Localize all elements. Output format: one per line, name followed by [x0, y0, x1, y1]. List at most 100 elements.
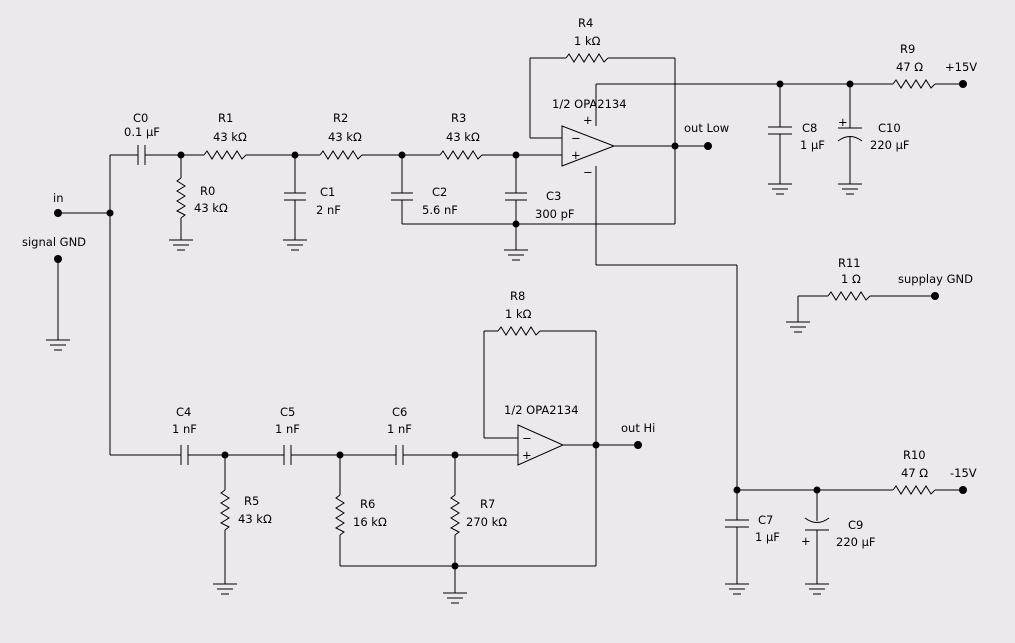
label-r8-value: 1 kΩ	[505, 307, 532, 321]
label-c6-ref: C6	[392, 405, 407, 419]
label-c0-value: 0.1 µF	[124, 125, 160, 139]
terminal-neg-supply	[959, 486, 967, 494]
label-c1-ref: C1	[320, 185, 335, 199]
ground-icon	[442, 592, 468, 604]
opamp-u1: − + + −	[561, 113, 616, 179]
label-u2: 1/2 OPA2134	[504, 403, 579, 417]
terminals	[54, 80, 967, 494]
capacitor-c6-icon	[395, 445, 404, 465]
polarity-plus-icon: +	[801, 534, 811, 548]
label-c7-ref: C7	[758, 513, 773, 527]
label-c1-value: 2 nF	[316, 203, 341, 217]
ground-icon	[168, 239, 194, 251]
label-c9-value: 220 µF	[836, 535, 876, 549]
terminal-labels: in signal GND out Low out Hi +15V -15V s…	[22, 60, 977, 480]
terminal-signal-gnd	[54, 255, 62, 263]
label-u1: 1/2 OPA2134	[552, 97, 627, 111]
label-r4-ref: R4	[578, 16, 593, 30]
label-r9-ref: R9	[900, 42, 915, 56]
label-in: in	[53, 191, 63, 205]
label-c4-value: 1 nF	[172, 422, 197, 436]
label-neg-supply: -15V	[950, 466, 977, 480]
resistor-r6-icon	[335, 494, 345, 536]
resistor-r7-icon	[450, 494, 460, 536]
resistor-r5-icon	[220, 489, 230, 531]
label-r1-ref: R1	[218, 111, 233, 125]
resistor-r11-icon	[827, 291, 871, 301]
capacitor-c1-icon	[284, 192, 306, 201]
ground-icon	[804, 583, 830, 595]
label-c2-ref: C2	[432, 185, 447, 199]
resistor-r10-icon	[892, 485, 936, 495]
opamp-triangle-icon	[517, 424, 565, 466]
capacitor-c9-icon: +	[801, 517, 830, 548]
polarity-plus-icon: +	[838, 115, 848, 129]
label-pos-supply: +15V	[945, 60, 977, 74]
opamp-minus-icon: −	[522, 431, 532, 445]
label-c5-value: 1 nF	[275, 422, 300, 436]
label-supply-gnd: supplay GND	[898, 272, 973, 286]
label-r6-ref: R6	[360, 497, 375, 511]
label-out-low: out Low	[684, 121, 729, 135]
terminal-out-low	[704, 142, 712, 150]
resistor-r3-icon	[439, 150, 483, 160]
component-labels: C0 0.1 µF R1 43 kΩ R2 43 kΩ R3 43 kΩ R4 …	[124, 16, 928, 549]
label-r4-value: 1 kΩ	[574, 34, 601, 48]
label-c8-ref: C8	[802, 121, 817, 135]
opamp-minus-icon: −	[571, 131, 581, 145]
resistor-r9-icon	[892, 79, 936, 89]
label-out-hi: out Hi	[621, 421, 655, 435]
ground-icon	[767, 183, 793, 195]
ground-icon	[45, 339, 71, 351]
label-r5-ref: R5	[244, 494, 259, 508]
label-c6-value: 1 nF	[387, 422, 412, 436]
label-c4-ref: C4	[176, 405, 191, 419]
capacitor-c7-icon	[725, 519, 749, 528]
label-c3-ref: C3	[546, 189, 561, 203]
resistor-r4-icon	[565, 53, 609, 63]
label-c0-ref: C0	[133, 111, 148, 125]
label-c9-ref: C9	[848, 518, 863, 532]
label-r3-value: 43 kΩ	[446, 130, 480, 144]
terminal-out-hi	[634, 441, 642, 449]
ground-icon	[724, 583, 750, 595]
capacitor-c4-icon	[180, 445, 189, 465]
opamp-plus-icon: +	[522, 448, 532, 462]
label-r11-ref: R11	[838, 256, 861, 270]
label-r2-ref: R2	[333, 111, 348, 125]
supply-plus-icon: +	[583, 113, 593, 127]
ground-icon	[503, 249, 529, 261]
ground-symbols	[45, 183, 863, 604]
label-r10-ref: R10	[903, 448, 926, 462]
label-r0-ref: R0	[200, 184, 215, 198]
ground-icon	[837, 183, 863, 195]
label-c3-value: 300 pF	[535, 207, 575, 221]
label-r11-value: 1 Ω	[841, 272, 861, 286]
resistor-r8-icon	[497, 326, 541, 336]
opamp-plus-icon: +	[571, 148, 581, 162]
resistor-r2-icon	[319, 150, 363, 160]
label-signal-gnd: signal GND	[22, 235, 86, 249]
label-c5-ref: C5	[280, 405, 295, 419]
label-c2-value: 5.6 nF	[422, 203, 458, 217]
resistor-r0-icon	[176, 177, 186, 219]
ground-icon	[282, 239, 308, 251]
capacitor-c5-icon	[283, 445, 292, 465]
label-c10-ref: C10	[878, 121, 901, 135]
label-r6-value: 16 kΩ	[353, 515, 387, 529]
capacitor-c3-icon	[505, 192, 527, 201]
capacitor-c8-icon	[768, 126, 792, 135]
label-r0-value: 43 kΩ	[194, 201, 228, 215]
opamp-u2: − +	[517, 424, 565, 466]
supply-minus-icon: −	[583, 165, 593, 179]
label-r7-ref: R7	[480, 497, 495, 511]
label-r7-value: 270 kΩ	[466, 515, 507, 529]
label-r10-value: 47 Ω	[901, 466, 928, 480]
label-r2-value: 43 kΩ	[328, 130, 362, 144]
resistor-r1-icon	[203, 150, 247, 160]
capacitor-c2-icon	[391, 192, 413, 201]
junction-dots	[106, 80, 854, 570]
ground-icon	[785, 321, 811, 333]
label-r5-value: 43 kΩ	[238, 512, 272, 526]
